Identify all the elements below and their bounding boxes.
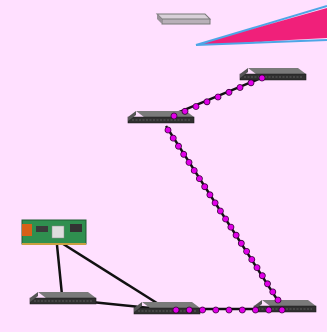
bead-diagonal (238, 240, 244, 246)
bead-diagonal (249, 257, 255, 263)
beaded-links (160, 76, 284, 309)
link-beads (165, 75, 285, 313)
bead-bottom (226, 307, 232, 313)
wireless-beam (196, 6, 327, 45)
bead-bottom (279, 307, 285, 313)
bead-diagonal (165, 127, 171, 133)
bead-diagonal (228, 224, 234, 230)
bead-upper (182, 108, 188, 114)
bead-diagonal (259, 273, 265, 279)
bead-upper (259, 75, 265, 81)
bead-bottom (200, 307, 206, 313)
bead-upper (204, 99, 210, 105)
bead-diagonal (212, 200, 218, 206)
bead-diagonal (202, 184, 208, 190)
bead-upper (215, 94, 221, 100)
bead-diagonal (186, 159, 192, 165)
switch-upper-right (240, 68, 306, 80)
bead-diagonal (223, 216, 229, 222)
bead-bottom (253, 307, 259, 313)
bead-bottom (173, 307, 179, 313)
router-icon (157, 14, 210, 24)
bead-diagonal (233, 232, 239, 238)
bead-upper (237, 85, 243, 91)
bead-diagonal (196, 176, 202, 182)
bead-diagonal (244, 248, 250, 254)
bead-diagonal (176, 143, 182, 149)
bead-upper (226, 89, 232, 95)
bead-diagonal (191, 168, 197, 174)
bead-bottom (239, 307, 245, 313)
bead-bottom (213, 307, 219, 313)
bead-diagonal (254, 265, 260, 271)
link-nic-to-switch-bottom-left (57, 245, 62, 295)
bead-diagonal (170, 135, 176, 141)
switch-bottom-left (30, 292, 96, 304)
network-card-icon (22, 220, 86, 244)
bead-diagonal (265, 281, 271, 287)
bead-bottom (186, 307, 192, 313)
bead-upper (248, 80, 254, 86)
bead-diagonal (207, 192, 213, 198)
bead-diagonal (217, 208, 223, 214)
bead-bottom (266, 307, 272, 313)
bead-upper (171, 113, 177, 119)
bead-diagonal (275, 297, 281, 303)
bead-upper (193, 104, 199, 110)
bead-diagonal (270, 289, 276, 295)
bead-diagonal (181, 151, 187, 157)
